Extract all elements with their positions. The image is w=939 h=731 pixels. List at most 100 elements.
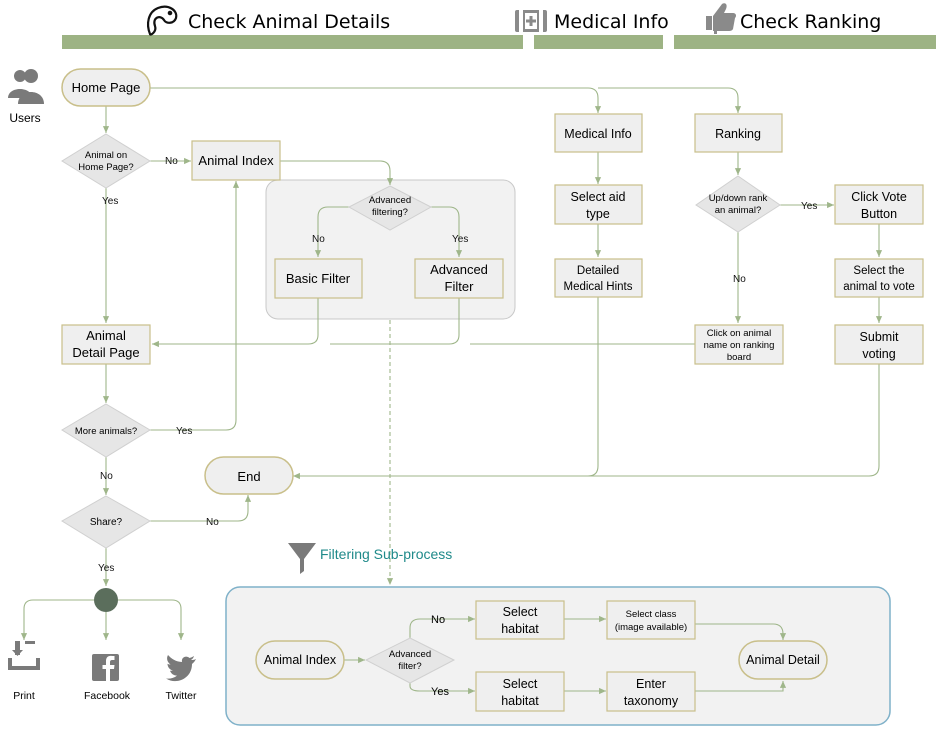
sub-label-yes: Yes <box>431 686 449 698</box>
twitter-icon <box>166 655 196 682</box>
funnel-icon <box>288 543 316 574</box>
svg-text:board: board <box>727 352 751 363</box>
svg-text:Share?: Share? <box>90 517 123 528</box>
subprocess-header: Filtering Sub-process <box>288 543 452 574</box>
edge-more-yes <box>150 181 240 431</box>
twitter-target: Twitter <box>166 655 197 702</box>
node-select-animal-to-vote: Select the animal to vote <box>834 258 924 298</box>
header-medical-title: Medical Info <box>554 11 669 33</box>
svg-text:Animal: Animal <box>86 328 126 343</box>
twitter-label: Twitter <box>166 690 197 702</box>
label-yes-vote: Yes <box>801 201 817 212</box>
edge-home-ranking <box>598 87 742 113</box>
users-icon <box>8 69 44 104</box>
edge-labels: No Yes No Yes Yes No No Yes Yes No <box>98 156 817 574</box>
svg-text:Ranking: Ranking <box>715 127 761 141</box>
sub-node-select-habitat-top: Select habitat <box>475 600 565 640</box>
svg-text:Basic Filter: Basic Filter <box>286 271 351 286</box>
svg-text:habitat: habitat <box>501 694 539 708</box>
header-animal-details-title: Check Animal Details <box>188 11 390 33</box>
sub-node-select-class: Select class (image available) <box>606 600 696 640</box>
svg-text:filter?: filter? <box>398 661 421 672</box>
svg-text:taxonomy: taxonomy <box>624 694 679 708</box>
svg-text:Animal Detail: Animal Detail <box>746 653 820 667</box>
node-basic-filter: Basic Filter <box>274 258 363 299</box>
print-label: Print <box>13 690 35 702</box>
header-animal-details: Check Animal Details <box>62 5 523 49</box>
node-ranking: Ranking <box>694 113 783 153</box>
label-no-more: No <box>100 471 113 482</box>
subprocess-title: Filtering Sub-process <box>320 546 452 562</box>
svg-text:Medical Hints: Medical Hints <box>563 281 632 293</box>
svg-text:Advanced: Advanced <box>430 262 488 277</box>
svg-text:Select: Select <box>503 677 538 691</box>
label-no-index: No <box>165 156 178 167</box>
svg-text:name on ranking: name on ranking <box>704 340 775 351</box>
edge-index-advanced <box>280 160 394 185</box>
edge-share-no <box>150 495 252 522</box>
edges <box>20 87 883 640</box>
subprocess-edges <box>343 615 787 695</box>
svg-text:Detailed: Detailed <box>577 265 619 277</box>
node-click-animal-name: Click on animal name on ranking board <box>694 324 784 365</box>
svg-text:Click Vote: Click Vote <box>851 190 907 204</box>
decision-more-animals: More animals? <box>61 403 151 458</box>
label-no-rank: No <box>733 274 746 285</box>
label-yes-share: Yes <box>98 563 114 574</box>
edge-submit-end <box>293 364 880 480</box>
sub-label-no: No <box>431 614 445 626</box>
svg-text:(image available): (image available) <box>615 622 687 633</box>
svg-text:animal to vote: animal to vote <box>843 281 915 293</box>
node-detailed-medical-hints: Detailed Medical Hints <box>554 258 643 298</box>
decision-updown-rank: Up/down rank an animal? <box>695 175 781 233</box>
svg-text:Medical Info: Medical Info <box>564 127 631 141</box>
label-yes-advanced: Yes <box>452 234 468 245</box>
label-yes-detail: Yes <box>102 196 118 207</box>
facebook-label: Facebook <box>84 690 131 702</box>
sub-decision-advanced-filter: Advanced filter? <box>364 637 456 684</box>
svg-text:Select the: Select the <box>853 265 904 277</box>
node-advanced-filter: Advanced Filter <box>414 258 504 299</box>
svg-text:Select class: Select class <box>626 609 677 620</box>
edge-twitter <box>118 599 185 640</box>
node-submit-voting: Submit voting <box>834 324 924 365</box>
label-no-basic: No <box>312 234 325 245</box>
decision-animal-on-home: Animal on Home Page? <box>61 133 151 189</box>
medical-kit-icon <box>515 10 547 32</box>
node-end: End <box>204 456 294 495</box>
svg-text:Up/down rank: Up/down rank <box>709 193 768 204</box>
svg-text:Home Page: Home Page <box>72 80 141 95</box>
svg-text:More animals?: More animals? <box>75 426 137 437</box>
header-ranking: Check Ranking <box>674 3 936 49</box>
svg-text:Button: Button <box>861 207 897 221</box>
edge-basic-detail <box>152 298 319 348</box>
label-yes-more: Yes <box>176 426 192 437</box>
svg-text:Filter: Filter <box>445 279 475 294</box>
svg-text:End: End <box>237 469 260 484</box>
svg-text:voting: voting <box>862 347 895 361</box>
print-target: Print <box>8 641 40 702</box>
edge-print <box>20 599 94 640</box>
node-select-aid-type: Select aid type <box>554 184 643 225</box>
facebook-target: Facebook <box>84 654 131 702</box>
svg-text:type: type <box>586 207 610 221</box>
node-home-page: Home Page <box>61 68 151 107</box>
header-medical: Medical Info <box>515 10 669 49</box>
edge-to-basic <box>314 206 349 257</box>
svg-text:Submit: Submit <box>860 330 899 344</box>
svg-text:Click on animal: Click on animal <box>707 328 771 339</box>
edge-advanced-detail <box>330 298 460 345</box>
svg-text:habitat: habitat <box>501 622 539 636</box>
edge-to-advanced <box>431 206 463 257</box>
svg-text:Animal Index: Animal Index <box>198 153 274 168</box>
users-label: Users <box>9 111 40 125</box>
svg-text:filtering?: filtering? <box>372 207 408 218</box>
svg-text:Advanced: Advanced <box>389 649 431 660</box>
svg-text:Enter: Enter <box>636 677 666 691</box>
node-animal-detail-page: Animal Detail Page <box>61 324 151 365</box>
svg-text:Select: Select <box>503 605 538 619</box>
edge-hints-end <box>587 297 599 477</box>
svg-text:Animal on: Animal on <box>85 150 127 161</box>
node-click-vote-button: Click Vote Button <box>834 184 924 225</box>
